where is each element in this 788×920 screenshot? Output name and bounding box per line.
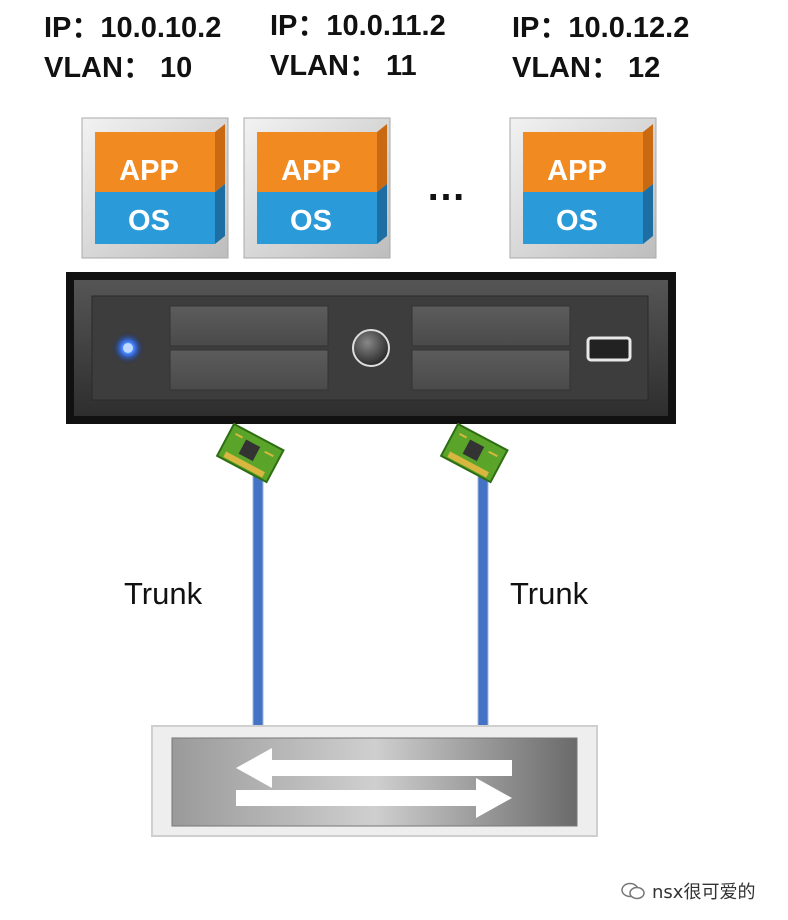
vm1: APP OS [81, 117, 229, 259]
watermark: nsx很可爱的 [620, 878, 755, 904]
vm3: APP OS [509, 117, 657, 259]
vm1-os-block [95, 192, 215, 244]
more-vms-ellipsis: … [426, 165, 466, 209]
vm2-ip: IP：10.0.11.2 [270, 10, 446, 42]
watermark-text: nsx很可爱的 [652, 882, 756, 903]
trunk-label-2: Trunk [510, 576, 589, 611]
vm3-network-label: IP：10.0.12.2 VLAN： 12 [512, 8, 689, 88]
vm3-os-block [523, 192, 643, 244]
drive-bay-4 [411, 349, 571, 391]
nic-card-2-icon [439, 422, 509, 484]
vm3-app-side [643, 124, 653, 192]
trunk-cable-2 [477, 469, 489, 739]
network-switch [151, 725, 598, 837]
nic-card-1-icon [215, 422, 285, 484]
vm2-app-side [377, 124, 387, 192]
trunk-link-1 [215, 422, 285, 739]
trunk-label-1: Trunk [124, 576, 203, 611]
vm2-app-label: APP [281, 155, 341, 187]
vm2-vlan: VLAN： 11 [270, 50, 417, 82]
vm2-app-block [257, 132, 377, 192]
power-led-core [123, 343, 133, 353]
vm3-os-side [643, 184, 653, 244]
vm3-ip: IP：10.0.12.2 [512, 12, 690, 44]
vm3-app-label: APP [547, 155, 607, 187]
vm1-app-block [95, 132, 215, 192]
usb-port-icon [586, 336, 632, 362]
vm1-app-label: APP [119, 155, 179, 187]
wechat-icon [621, 882, 645, 900]
vm2-os-label: OS [290, 205, 332, 237]
switch-arrows-icon [236, 748, 512, 818]
vm3-os-label: OS [556, 205, 598, 237]
drive-bay-2 [169, 349, 329, 391]
vm1-network-label: IP：10.0.10.2 VLAN： 10 [44, 8, 221, 88]
vm1-ip: IP：10.0.10.2 [44, 12, 222, 44]
vm1-os-label: OS [128, 205, 170, 237]
power-button-icon [352, 329, 390, 367]
vm1-app-side [215, 124, 225, 192]
switch-body [171, 737, 578, 827]
server-chassis [66, 272, 676, 424]
vm2-network-label: IP：10.0.11.2 VLAN： 11 [270, 6, 446, 86]
vm3-vlan: VLAN： 12 [512, 52, 661, 84]
drive-bay-1 [169, 305, 329, 347]
drive-bay-3 [411, 305, 571, 347]
vm1-vlan: VLAN： 10 [44, 52, 193, 84]
trunk-cable-1 [252, 469, 264, 739]
trunk-link-2 [439, 422, 509, 739]
vm2: APP OS [243, 117, 391, 259]
vm3-app-block [523, 132, 643, 192]
vm2-os-block [257, 192, 377, 244]
vm2-os-side [377, 184, 387, 244]
vm1-os-side [215, 184, 225, 244]
